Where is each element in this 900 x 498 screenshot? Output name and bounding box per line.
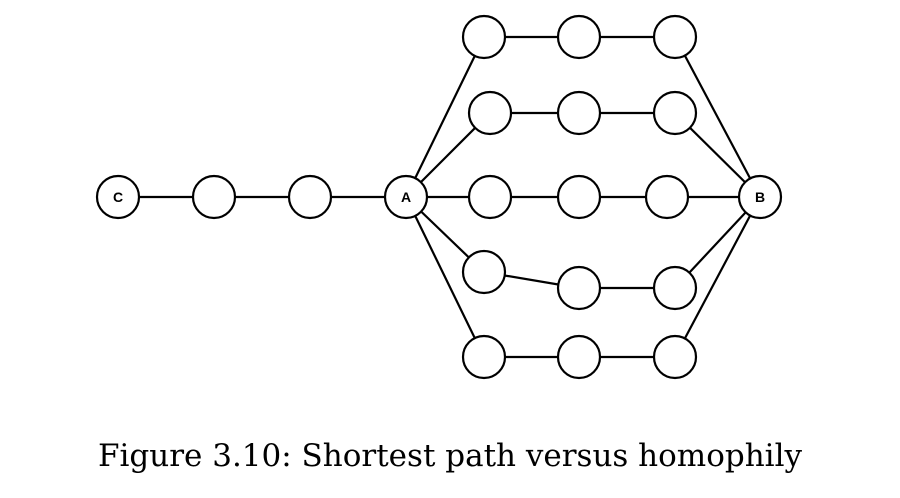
node-path-4-3 [652,265,698,311]
graph-svg: C A B [95,14,783,380]
node-a [383,174,429,220]
node-c [95,174,141,220]
node-path-3-3 [644,174,690,220]
node-b-label: B [755,189,765,205]
node-path-5-3 [652,334,698,380]
node-c-label: C [113,189,123,205]
node-a-label: A [401,189,411,205]
node-path-5-1 [461,334,507,380]
node-c-chain-2 [287,174,333,220]
node-path-3-2 [556,174,602,220]
edge-path-5-3 [674,196,761,358]
node-c-chain-1 [191,174,237,220]
node-path-1-3 [652,14,698,60]
node-path-2-1 [467,90,513,136]
node-path-2-2 [556,90,602,136]
nodes-layer: C A B [95,14,783,380]
node-path-3-1 [467,174,513,220]
node-path-4-2 [556,265,602,311]
node-path-2-3 [652,90,698,136]
node-path-5-2 [556,334,602,380]
edge-path-5-0 [405,196,485,358]
node-b [737,174,783,220]
figure-caption: Figure 3.10: Shortest path versus homoph… [97,438,803,474]
node-path-4-1 [461,249,507,295]
edge-path-1-3 [674,36,761,198]
edge-path-1-0 [405,36,485,198]
node-path-1-2 [556,14,602,60]
node-path-1-1 [461,14,507,60]
